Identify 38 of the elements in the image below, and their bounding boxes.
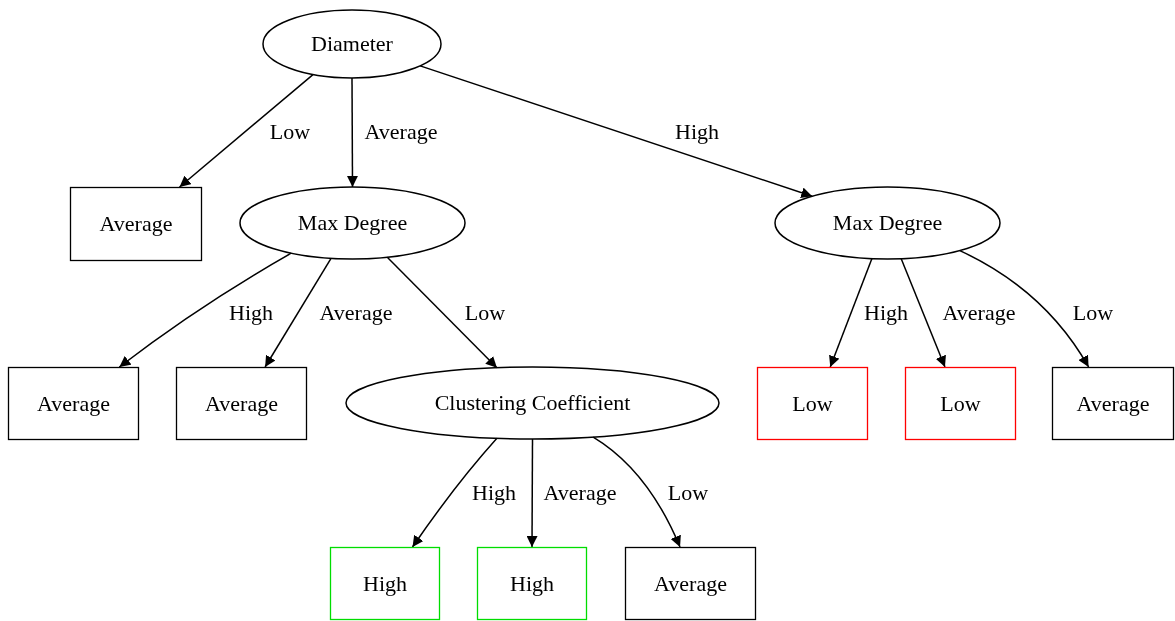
decision-ellipse — [345, 366, 720, 440]
leaf-box — [625, 547, 756, 620]
node-label: Max Degree — [297, 210, 408, 236]
node-label: Diameter — [311, 31, 393, 57]
arrow — [526, 438, 538, 548]
leaf-box — [757, 367, 868, 440]
decision-ellipse — [239, 186, 466, 260]
leaf-box — [176, 367, 307, 440]
leaf-box — [70, 187, 202, 261]
leaf-box — [330, 547, 440, 620]
leaf-box — [477, 547, 587, 620]
arrow — [118, 252, 292, 368]
node-label: Max Degree — [832, 210, 943, 236]
arrow — [829, 257, 873, 368]
leaf-box — [1052, 367, 1174, 440]
leaf-box — [905, 367, 1016, 440]
arrow — [346, 77, 358, 188]
decision-ellipse — [774, 186, 1001, 260]
arrow — [419, 65, 813, 198]
arrow — [264, 257, 332, 368]
node-label: Clustering Coefficient — [434, 390, 631, 416]
arrow — [592, 436, 681, 548]
node-label: Average — [99, 211, 173, 237]
arrow — [178, 73, 314, 188]
decision-ellipse — [262, 9, 442, 79]
arrow — [386, 256, 498, 369]
leaf-box — [8, 367, 139, 440]
node-label: Average — [1076, 390, 1150, 417]
node-label: High — [363, 570, 407, 597]
arrow — [411, 437, 498, 548]
node-label: Low — [940, 390, 981, 417]
node-label: Average — [654, 570, 727, 597]
node-label: Average — [37, 390, 110, 417]
node-label: Average — [205, 390, 278, 417]
arrow — [959, 249, 1090, 368]
arrow — [900, 258, 946, 368]
node-label: Low — [792, 390, 833, 417]
node-label: High — [510, 570, 554, 597]
